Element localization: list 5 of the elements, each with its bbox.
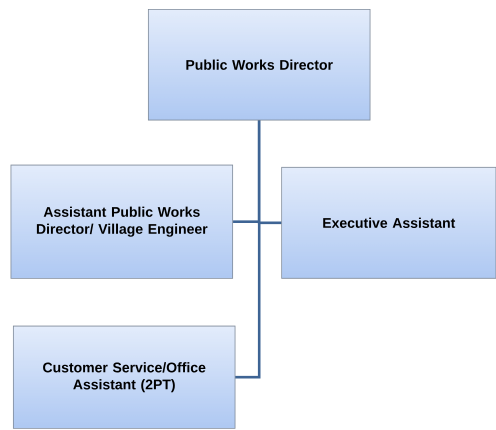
org-box: Public Works Director bbox=[148, 8, 370, 120]
org-box: Assistant Public Works Director/ Village Engineer bbox=[10, 164, 234, 279]
org-box: Executive Assistant bbox=[281, 166, 496, 279]
connector-line bbox=[235, 120, 260, 378]
org-box: Customer Service/Office Assistant (2PT) bbox=[12, 326, 236, 429]
